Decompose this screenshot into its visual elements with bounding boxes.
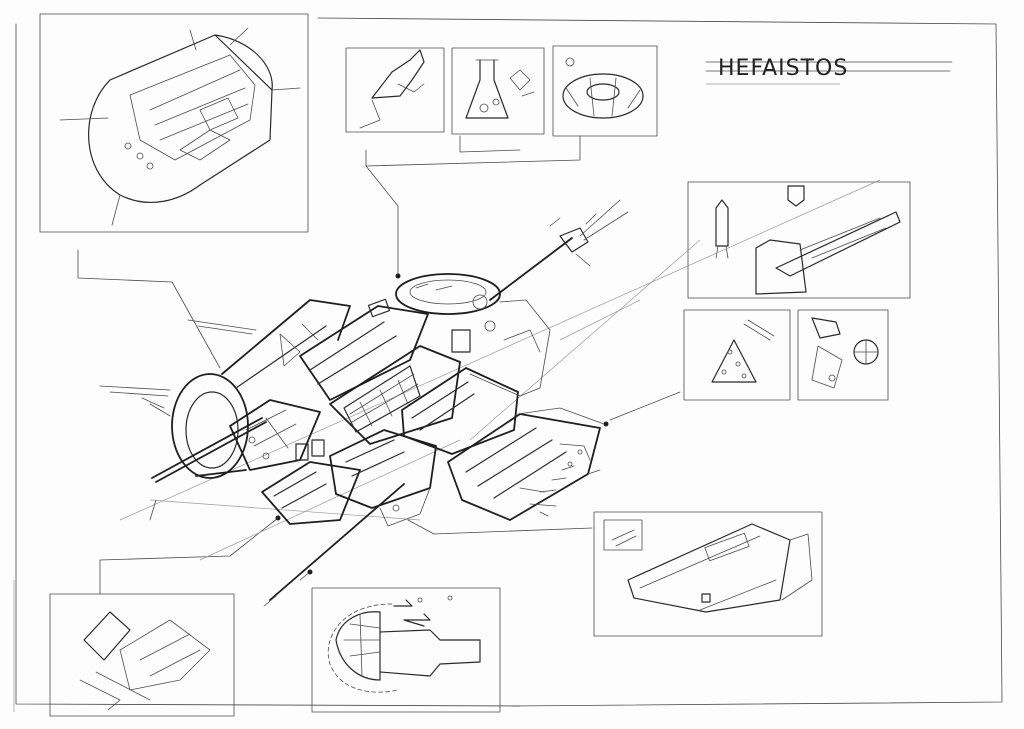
panel-particles <box>683 309 791 401</box>
panel-hull-module <box>593 511 823 637</box>
panel-cylinder-cutaway <box>39 13 309 233</box>
panel-torus <box>552 45 658 137</box>
panel-trajectory <box>311 587 501 713</box>
sheet-border <box>13 17 1003 712</box>
callout-lines <box>77 165 593 595</box>
panel-crane-hook <box>345 47 445 133</box>
panel-rail-gun <box>687 181 911 299</box>
construction-lines <box>119 179 881 561</box>
hefaistos-ship <box>99 199 629 607</box>
callout-bracket-top <box>365 135 581 167</box>
sheet-title: HEFAISTOS <box>718 56 849 81</box>
panel-gear-machine <box>797 309 889 401</box>
callout-line-right <box>609 391 681 421</box>
title-underline <box>705 61 953 85</box>
callout-bracket-inner <box>459 135 521 153</box>
panel-fragments <box>49 593 235 717</box>
panel-flask <box>451 47 545 135</box>
